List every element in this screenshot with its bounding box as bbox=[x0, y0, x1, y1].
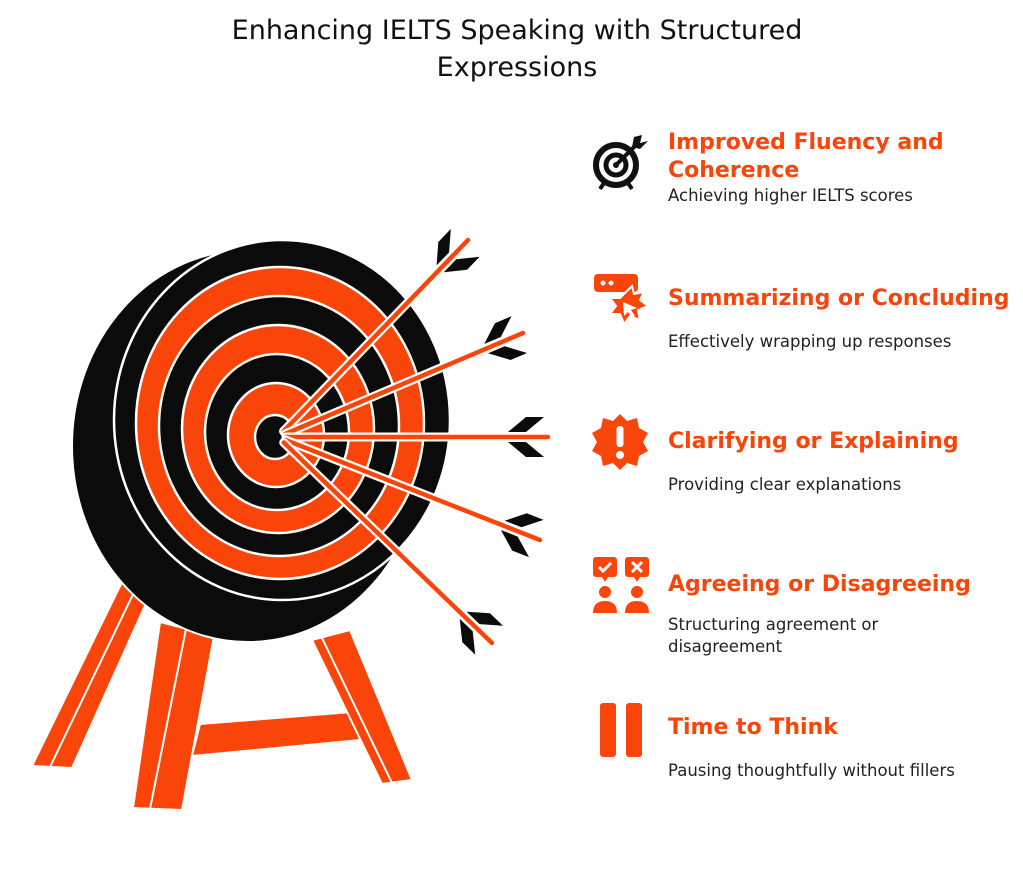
item-title: Clarifying or Explaining bbox=[668, 429, 959, 454]
arrows bbox=[279, 229, 553, 655]
item-subtitle: Achieving higher IELTS scores bbox=[668, 186, 913, 205]
arrow-fletching bbox=[466, 611, 503, 626]
target-stand bbox=[30, 580, 414, 812]
stand-leg-left bbox=[30, 580, 154, 770]
item-time-to-think: Time to Think Pausing thoughtfully witho… bbox=[668, 714, 1023, 782]
arrow-fletching bbox=[504, 513, 544, 528]
target-icon bbox=[590, 133, 652, 193]
arrow-shaft bbox=[281, 440, 495, 646]
item-fluency: Improved Fluency and Coherence Achieving… bbox=[668, 129, 1023, 207]
arrow-fletching bbox=[508, 417, 544, 432]
item-subtitle: Structuring agreement or disagreement bbox=[668, 615, 879, 656]
exclamation-badge-icon bbox=[590, 412, 652, 472]
agree-disagree-icon bbox=[590, 555, 652, 615]
arrow bbox=[279, 438, 503, 655]
item-agreeing: Agreeing or Disagreeing Structuring agre… bbox=[668, 571, 971, 658]
arrow bbox=[279, 229, 480, 436]
arrow-fletching bbox=[436, 229, 451, 266]
page-title: Enhancing IELTS Speaking with Structured… bbox=[231, 15, 803, 83]
stand-crossbar bbox=[190, 710, 362, 758]
arrow-fletching bbox=[488, 346, 528, 360]
arrow-shaft bbox=[281, 237, 471, 434]
item-summarizing: Summarizing or Concluding Effectively wr… bbox=[668, 285, 1023, 353]
arrow bbox=[280, 316, 528, 439]
item-title: Agreeing or Disagreeing bbox=[668, 572, 971, 597]
arrow bbox=[280, 435, 545, 558]
pause-icon bbox=[590, 700, 652, 760]
message-click-icon bbox=[590, 270, 652, 330]
stand-leg-front bbox=[131, 620, 216, 812]
item-title: Improved Fluency and Coherence bbox=[668, 130, 944, 183]
item-subtitle: Providing clear explanations bbox=[668, 475, 902, 494]
item-title: Time to Think bbox=[668, 715, 838, 740]
arrow-shaft bbox=[283, 330, 526, 437]
target-board bbox=[71, 238, 452, 643]
item-subtitle: Pausing thoughtfully without fillers bbox=[668, 761, 955, 780]
arrow-shaft bbox=[283, 437, 543, 543]
item-clarifying: Clarifying or Explaining Providing clear… bbox=[668, 428, 1023, 496]
arrow-fletching bbox=[508, 442, 544, 457]
arrow-fletching bbox=[459, 618, 476, 655]
arrow-fletching bbox=[484, 316, 512, 344]
item-title: Summarizing or Concluding bbox=[668, 286, 1010, 311]
arrow-fletching bbox=[443, 256, 480, 273]
arrow-fletching bbox=[500, 530, 529, 558]
arrow bbox=[281, 417, 553, 457]
item-subtitle: Effectively wrapping up responses bbox=[668, 332, 952, 351]
stand-leg-right bbox=[310, 628, 414, 786]
